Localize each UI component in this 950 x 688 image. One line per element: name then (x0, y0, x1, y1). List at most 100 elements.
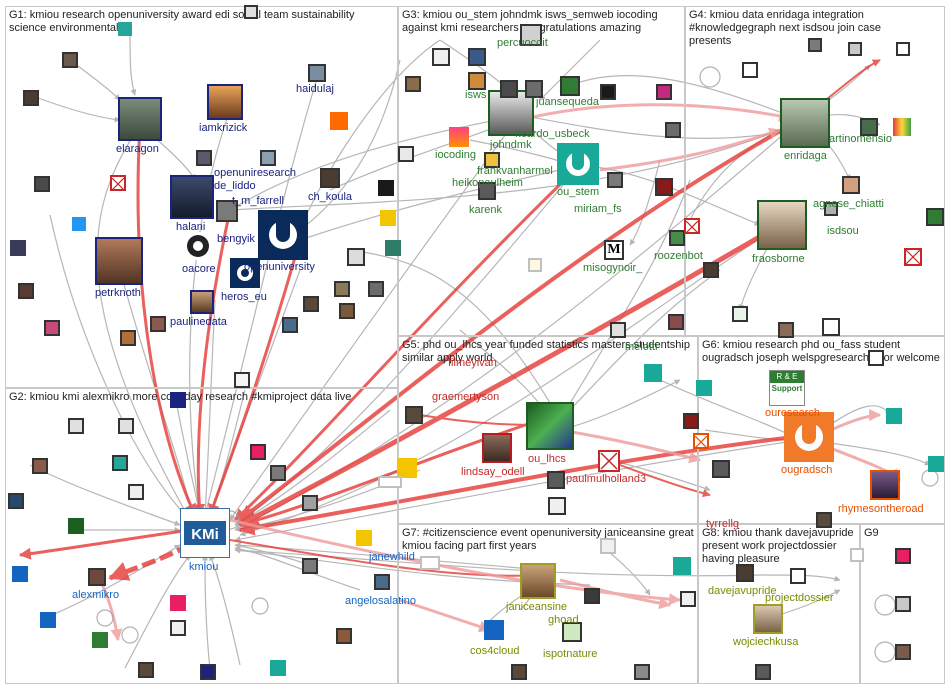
ou-logo-ougradsch[interactable] (784, 412, 834, 462)
avatar-node[interactable] (755, 664, 771, 680)
avatar-node[interactable] (468, 48, 486, 66)
avatar-node[interactable] (380, 210, 396, 226)
avatar-node[interactable] (548, 497, 566, 515)
avatar-node[interactable] (72, 217, 86, 231)
avatar-node[interactable]: M (604, 240, 624, 260)
avatar-node[interactable] (449, 127, 469, 147)
avatar-node[interactable] (302, 495, 318, 511)
avatar-enridaga[interactable] (780, 98, 830, 148)
avatar-node[interactable] (339, 303, 355, 319)
avatar-node[interactable] (822, 318, 840, 336)
avatar-node[interactable] (500, 80, 518, 98)
avatar-node[interactable] (303, 296, 319, 312)
avatar-node[interactable] (385, 240, 401, 256)
avatar-node[interactable] (270, 465, 286, 481)
avatar-node[interactable] (712, 460, 730, 478)
avatar-node[interactable] (88, 568, 106, 586)
avatar-node[interactable] (808, 38, 822, 52)
avatar-node[interactable] (562, 622, 582, 642)
avatar-node[interactable] (584, 588, 600, 604)
avatar-node[interactable] (32, 458, 48, 474)
avatar-node[interactable] (896, 42, 910, 56)
avatar-wojciechkusa[interactable] (753, 604, 783, 634)
avatar-node[interactable] (848, 42, 862, 56)
ou-logo-node[interactable] (644, 364, 662, 382)
avatar-node[interactable] (703, 262, 719, 278)
avatar-node[interactable] (398, 146, 414, 162)
avatar-node[interactable] (742, 62, 758, 78)
avatar-node[interactable] (696, 380, 712, 396)
avatar-node[interactable] (610, 322, 626, 338)
avatar-node[interactable] (347, 248, 365, 266)
avatar-node[interactable] (668, 314, 684, 330)
avatar-node[interactable] (860, 118, 878, 136)
avatar-node[interactable] (270, 660, 286, 676)
avatar-node[interactable] (669, 230, 685, 246)
ou-logo-node[interactable] (673, 557, 691, 575)
avatar-node[interactable] (665, 122, 681, 138)
avatar-node[interactable] (484, 620, 504, 640)
avatar-node[interactable] (40, 612, 56, 628)
avatar-node[interactable] (778, 322, 794, 338)
avatar-node[interactable] (680, 591, 696, 607)
avatar-iamkrizick[interactable] (207, 84, 243, 120)
avatar-node[interactable] (244, 5, 258, 19)
avatar-node[interactable] (170, 392, 186, 408)
kmi-logo-kmiou[interactable]: KMi (180, 508, 230, 558)
image-ou-lhcs[interactable] (526, 402, 574, 450)
avatar-node[interactable] (397, 458, 417, 478)
avatar-node[interactable] (790, 568, 806, 584)
avatar-rhymesontheroad[interactable] (870, 470, 900, 500)
avatar-node[interactable] (374, 574, 390, 590)
avatar-petrknoth[interactable] (95, 237, 143, 285)
avatar-halani[interactable] (170, 175, 214, 219)
avatar-node[interactable] (547, 471, 565, 489)
avatar-node[interactable] (895, 596, 911, 612)
avatar-node[interactable] (196, 150, 212, 166)
avatar-node[interactable] (282, 317, 298, 333)
avatar-node[interactable] (120, 330, 136, 346)
avatar-node[interactable] (68, 418, 84, 434)
avatar-node[interactable] (528, 258, 542, 272)
broken-image-node[interactable] (684, 218, 700, 234)
avatar-node[interactable] (302, 558, 318, 574)
avatar-node[interactable] (656, 84, 672, 100)
avatar-node[interactable] (736, 564, 754, 582)
avatar-node[interactable] (200, 664, 216, 680)
avatar-node[interactable] (10, 240, 26, 256)
avatar-node[interactable] (334, 281, 350, 297)
avatar-node[interactable] (138, 662, 154, 678)
ou-logo-oacore[interactable] (182, 232, 214, 260)
avatar-node[interactable] (432, 48, 450, 66)
avatar-node[interactable] (842, 176, 860, 194)
avatar-node[interactable] (250, 444, 266, 460)
avatar-node[interactable] (23, 90, 39, 106)
broken-image-paulmulholland3[interactable] (598, 450, 620, 472)
avatar-node[interactable] (420, 556, 440, 570)
avatar-node[interactable] (824, 202, 838, 216)
avatar-node[interactable] (336, 628, 352, 644)
avatar-node[interactable] (368, 281, 384, 297)
avatar-node[interactable] (886, 408, 902, 424)
avatar-node[interactable] (525, 80, 543, 98)
avatar-node[interactable] (478, 182, 496, 200)
avatar-node[interactable] (216, 200, 238, 222)
avatar-node[interactable] (511, 664, 527, 680)
avatar-node[interactable] (655, 178, 673, 196)
avatar-node[interactable] (600, 84, 616, 100)
avatar-node[interactable] (34, 176, 50, 192)
avatar-node[interactable] (12, 566, 28, 582)
avatar-node[interactable] (683, 413, 699, 429)
avatar-node[interactable] (928, 456, 944, 472)
avatar-node[interactable] (118, 22, 132, 36)
avatar-node[interactable] (44, 320, 60, 336)
avatar-node[interactable] (260, 150, 276, 166)
avatar-node[interactable] (895, 644, 911, 660)
broken-image-node[interactable] (904, 248, 922, 266)
avatar-fraosborne[interactable] (757, 200, 807, 250)
avatar-node[interactable] (405, 76, 421, 92)
avatar-node[interactable] (234, 372, 250, 388)
avatar-node[interactable] (378, 476, 402, 488)
avatar-node[interactable] (128, 484, 144, 500)
avatar-node[interactable] (150, 316, 166, 332)
